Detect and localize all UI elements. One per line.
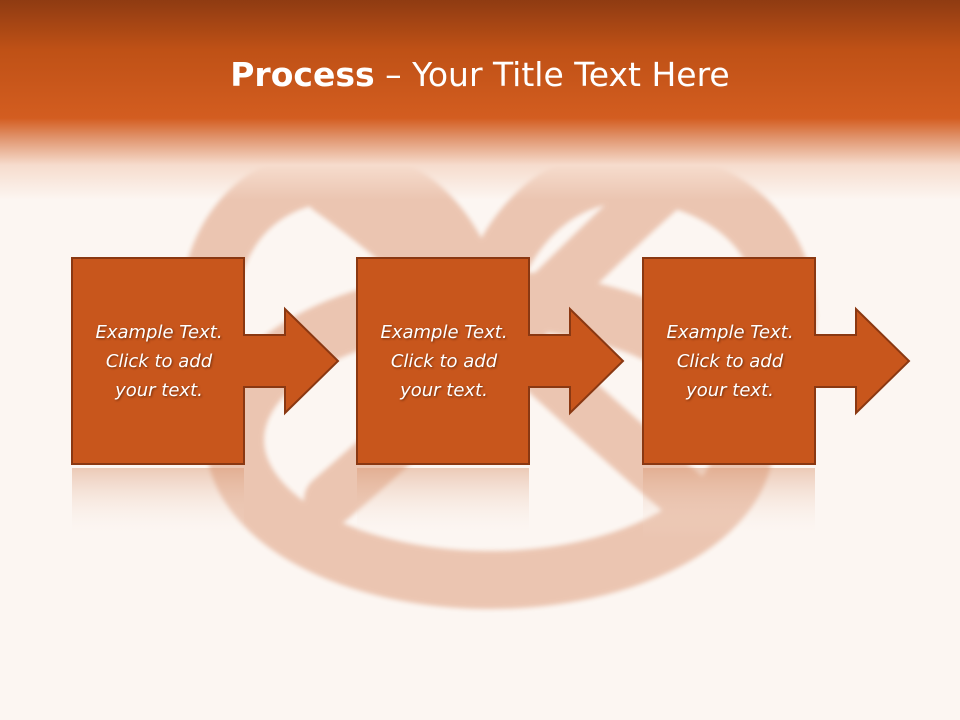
step-3-text[interactable]: Example Text. Click to add your text. [643, 258, 817, 464]
step-3-label: Example Text. Click to add your text. [666, 321, 794, 401]
step-3-reflection [643, 468, 815, 538]
step-1-box-arrow[interactable] [71, 257, 340, 465]
step-2-label: Example Text. Click to add your text. [380, 321, 508, 401]
step-2-reflection [357, 468, 529, 538]
title-bold-text: Process [230, 55, 375, 94]
step-1-text[interactable]: Example Text. Click to add your text. [72, 258, 246, 464]
slide-title[interactable]: Process – Your Title Text Here [0, 52, 960, 98]
step-1-reflection [72, 468, 244, 538]
title-bar [0, 0, 960, 200]
title-rest-text: – Your Title Text Here [374, 55, 730, 94]
step-2-box-arrow[interactable] [356, 257, 625, 465]
step-2-text[interactable]: Example Text. Click to add your text. [357, 258, 531, 464]
step-3-box-arrow[interactable] [642, 257, 911, 465]
step-1-label: Example Text. Click to add your text. [95, 321, 223, 401]
